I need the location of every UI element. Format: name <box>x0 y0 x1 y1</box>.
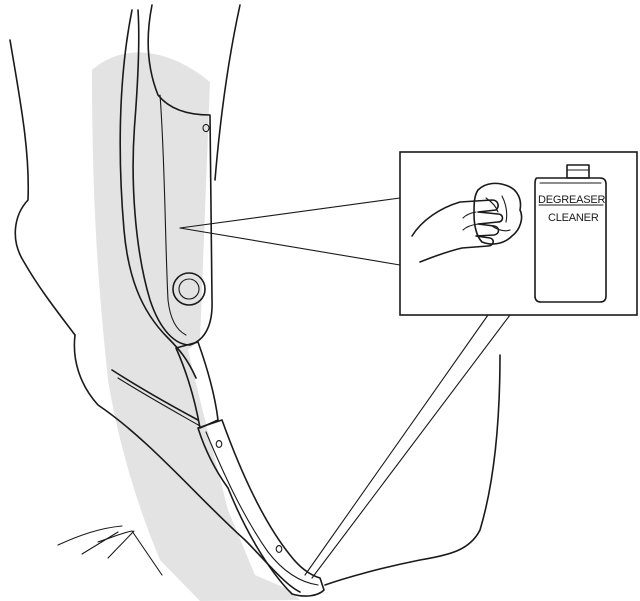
diagonal-seam <box>111 369 199 421</box>
can-label-line1: DEGREASER <box>538 194 606 206</box>
gearcase-left-outline <box>9 39 76 336</box>
screw-head-middle <box>215 440 223 448</box>
upper-cover-panel <box>132 4 213 346</box>
top-right-outline <box>214 4 241 181</box>
callout-skeg-line-1 <box>304 314 489 576</box>
gearcase-right-profile <box>324 354 501 586</box>
skeg-cover-inner-edge <box>205 431 319 586</box>
inset-detail-frame <box>399 151 638 316</box>
callout-lower-line <box>179 227 401 266</box>
anode-plug-inner <box>178 278 200 300</box>
shaded-cleaning-area <box>92 52 300 601</box>
anode-plug-outer <box>172 272 206 306</box>
upper-cover-panel-inner-edge <box>159 94 187 336</box>
hand-with-rag-icon <box>411 182 523 263</box>
screw-head-top <box>202 123 210 133</box>
degreaser-can-icon <box>534 164 607 303</box>
callout-upper-line <box>179 197 401 229</box>
skeg-cover <box>197 419 325 597</box>
callout-skeg-line-2 <box>311 314 511 579</box>
waterline-symbol <box>57 525 163 576</box>
can-label-line2: CLEANER <box>548 212 599 224</box>
screw-head-lower <box>275 545 283 553</box>
diagonal-seam-lower <box>117 377 201 427</box>
